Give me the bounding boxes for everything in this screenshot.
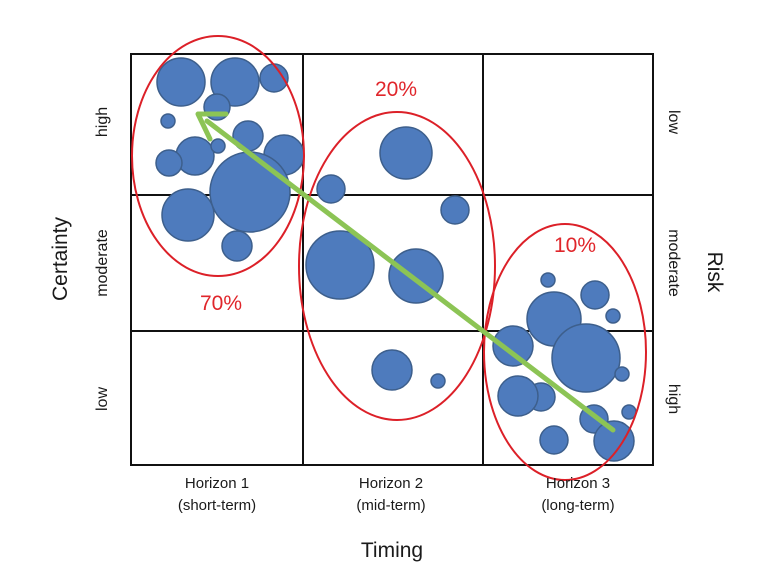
bubble [160,113,176,129]
bubbles-horizon-2 [305,126,470,391]
certainty-row-label-high: high [94,107,111,137]
column-sublabel-horizon-1: (short-term) [178,497,256,514]
group-ellipse-horizon-3 [483,223,647,481]
left-axis-title: Certainty [49,216,72,301]
bubble [614,366,630,382]
bubble [175,136,215,176]
trend-arrow-head [195,111,229,142]
column-label-horizon-1: Horizon 1 [185,475,249,492]
bubble [551,323,621,393]
bubble [440,195,470,225]
bubbles-horizon-1 [155,57,305,262]
group-ellipse-horizon-2 [298,111,496,421]
column-sublabel-horizon-2: (mid-term) [356,497,425,514]
column-label-horizon-2: Horizon 2 [359,475,423,492]
bubble [539,425,569,455]
bubble [593,420,635,462]
bubble [371,349,413,391]
bubble [156,57,206,107]
grid-border [130,53,654,466]
bubble [210,138,226,154]
bubble [316,174,346,204]
right-axis-title: Risk [703,252,726,293]
bubble [492,325,534,367]
bubble [155,149,183,177]
bubble [605,308,621,324]
certainty-row-label-moderate: moderate [94,229,111,297]
column-sublabel-horizon-3: (long-term) [541,497,614,514]
bubble [379,126,433,180]
trend-arrow [195,111,616,433]
risk-row-label-low: low [665,110,682,134]
risk-row-label-high: high [665,384,682,414]
bubble [210,57,260,107]
x-axis-title: Timing [361,539,423,562]
trend-arrow-shaft [204,118,616,433]
bubble [580,280,610,310]
bubble [161,188,215,242]
risk-row-label-moderate: moderate [665,229,682,297]
column-label-horizon-3: Horizon 3 [546,475,610,492]
group-ellipse-horizon-1 [131,35,305,277]
bubble [497,375,539,417]
bubbles-horizon-3 [492,272,637,462]
group-label-horizon-3: 10% [554,234,596,257]
certainty-row-label-low: low [94,387,111,411]
group-label-horizon-1: 70% [200,292,242,315]
group-label-horizon-2: 20% [375,78,417,101]
bubble [430,373,446,389]
bubble [540,272,556,288]
bubble [209,151,291,233]
bubble [305,230,375,300]
bubble [221,230,253,262]
